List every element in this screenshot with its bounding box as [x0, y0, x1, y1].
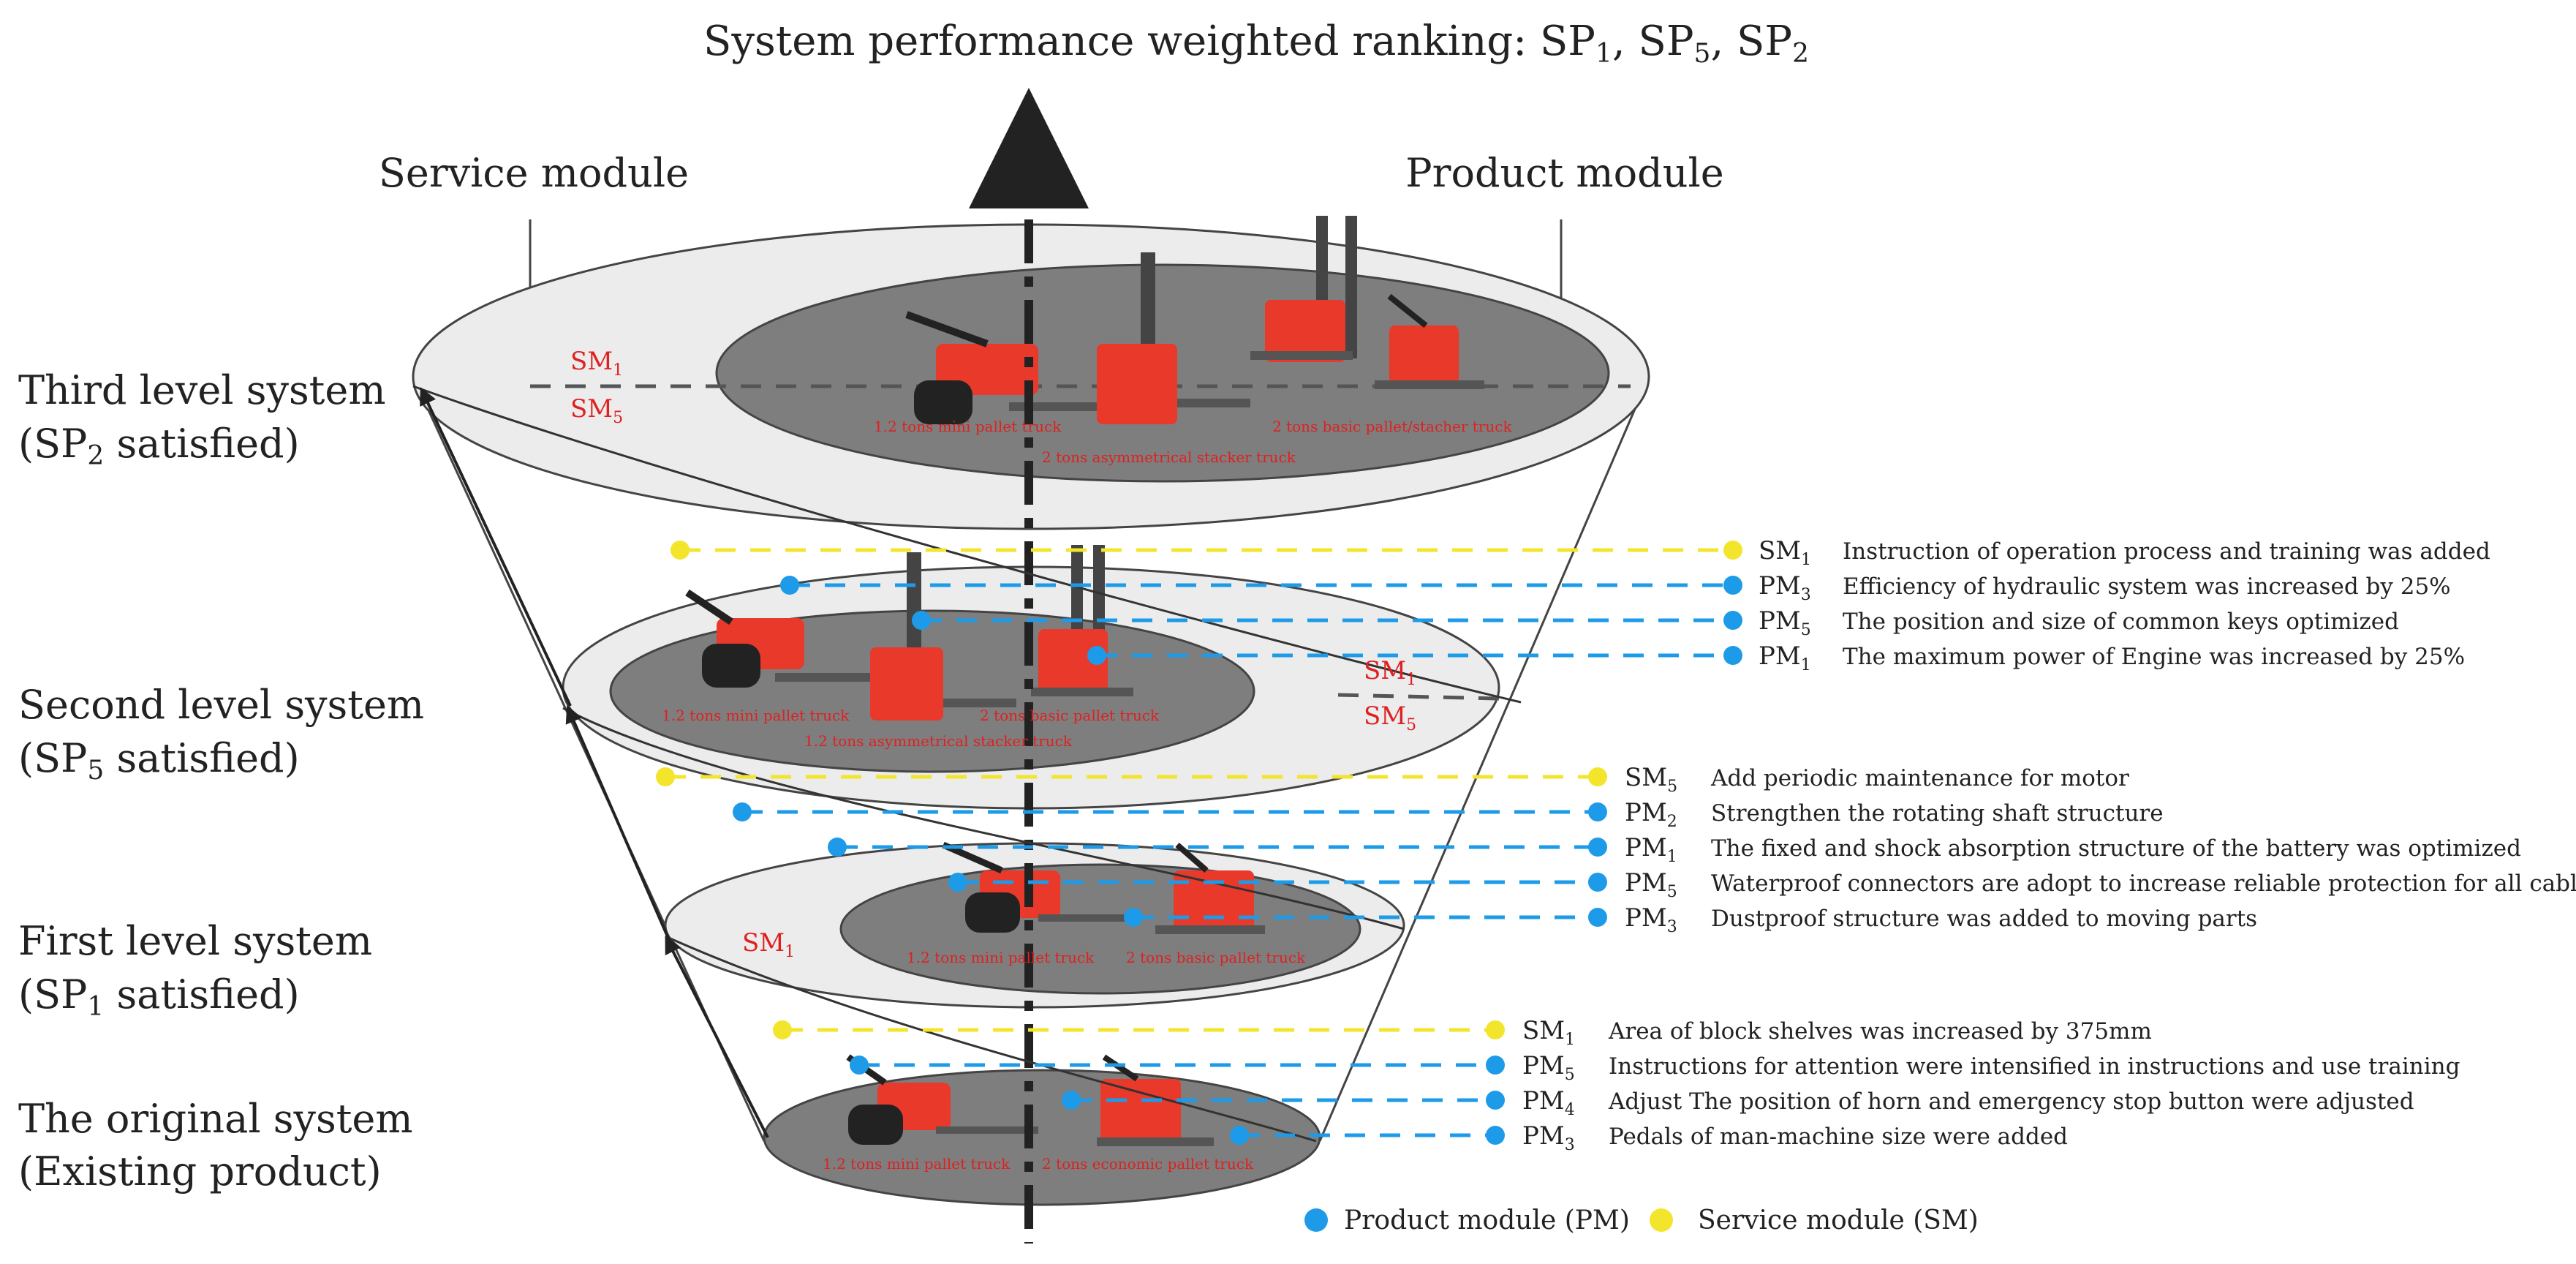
truck-basic-pallet-icon [1155, 842, 1265, 934]
svg-text:PM3: PM3 [1522, 1121, 1575, 1154]
truck-basic-pallet-icon [1031, 545, 1133, 696]
truck-basic-pallet-icon [1375, 293, 1484, 389]
svg-text:SM1: SM1 [1759, 536, 1811, 569]
truck-asymmetrical-stacker-icon [870, 552, 1016, 721]
svg-text:The fixed and shock absorption: The fixed and shock absorption structure… [1711, 835, 2521, 862]
svg-text:Adjust The position of horn an: Adjust The position of horn and emergenc… [1608, 1088, 2414, 1115]
truck-mini-pallet-icon [846, 1054, 1038, 1145]
svg-text:Waterproof connectors are adop: Waterproof connectors are adopt to incre… [1711, 870, 2576, 897]
svg-text:PM2: PM2 [1625, 798, 1677, 831]
svg-text:Second level system: Second level system [18, 682, 424, 728]
original-product-labels: 1.2 tons mini pallet truck 2 tons econom… [823, 1155, 1254, 1173]
arrow-first-to-second [565, 704, 671, 941]
svg-text:PM5: PM5 [1759, 606, 1811, 639]
svg-text:SM1: SM1 [742, 928, 795, 961]
axis-up-arrow-icon [969, 88, 1089, 208]
legend: Product module (PM) Service module (SM) [1304, 1205, 1979, 1235]
first-level-sm-labels: SM1 [742, 928, 795, 961]
spiral-first-to-original [665, 935, 1317, 1143]
svg-text:Pedals of man-machine size wer: Pedals of man-machine size were added [1609, 1124, 2068, 1150]
level-label-third: Third level system (SP2 satisfied) [18, 367, 386, 471]
truck-asymmetrical-stacker-icon [1097, 252, 1250, 424]
diagram-title: System performance weighted ranking: SP1… [703, 18, 1809, 69]
spiral-second-to-first [562, 707, 1405, 930]
level-label-original: The original system (Existing product) [18, 1096, 413, 1195]
svg-text:(Existing product): (Existing product) [18, 1148, 382, 1195]
svg-text:(SP2 satisfied): (SP2 satisfied) [18, 421, 300, 471]
svg-text:2 tons economic pallet truck: 2 tons economic pallet truck [1042, 1155, 1254, 1173]
svg-text:1.2 tons mini pallet truck: 1.2 tons mini pallet truck [907, 949, 1095, 966]
svg-text:SM1: SM1 [1522, 1016, 1575, 1049]
svg-text:PM4: PM4 [1522, 1086, 1575, 1119]
svg-text:The original system: The original system [18, 1096, 413, 1142]
second-level-trucks [685, 545, 1133, 721]
product-module-header: Product module [1405, 150, 1723, 196]
svg-text:PM3: PM3 [1625, 903, 1677, 936]
original-annotations: SM1 Area of block shelves was increased … [773, 1016, 2460, 1154]
svg-text:SM5: SM5 [570, 394, 623, 427]
first-level-annotations: SM5 Add periodic maintenance for motor P… [656, 763, 2576, 936]
second-level-divider [1337, 693, 1500, 701]
second-level-annotations: SM1 Instruction of operation process and… [671, 536, 2490, 674]
original-trucks [846, 1054, 1214, 1146]
svg-text:Instructions for attention wer: Instructions for attention were intensif… [1609, 1053, 2460, 1080]
second-level-product-labels: 1.2 tons mini pallet truck 2 tons basic … [662, 707, 1160, 750]
second-level-sm-labels: SM1 SM5 [1364, 656, 1416, 734]
svg-text:PM5: PM5 [1522, 1051, 1575, 1084]
svg-text:PM1: PM1 [1759, 642, 1811, 674]
svg-text:Area of block shelves was incr: Area of block shelves was increased by 3… [1608, 1018, 2152, 1045]
level-label-second: Second level system (SP5 satisfied) [18, 682, 424, 786]
svg-text:Third level system: Third level system [18, 367, 386, 413]
svg-text:Instruction of operation proce: Instruction of operation process and tra… [1843, 538, 2490, 565]
svg-text:SM1: SM1 [1364, 656, 1416, 689]
spiral-third-to-second [412, 385, 1522, 704]
first-level-product-labels: 1.2 tons mini pallet truck 2 tons basic … [907, 949, 1306, 966]
legend-pm-dot-icon [1304, 1208, 1328, 1232]
truck-basic-pallet-stacker-icon [1250, 216, 1357, 362]
svg-text:Service module (SM): Service module (SM) [1698, 1205, 1979, 1235]
svg-text:First level system: First level system [18, 918, 372, 964]
svg-text:The position and size of commo: The position and size of common keys opt… [1843, 609, 2399, 635]
third-level-product-labels: 1.2 tons mini pallet truck 2 tons basic … [874, 418, 1512, 466]
svg-text:1.2 tons mini pallet truck: 1.2 tons mini pallet truck [662, 707, 850, 724]
level-label-first: First level system (SP1 satisfied) [18, 918, 372, 1022]
svg-text:(SP1 satisfied): (SP1 satisfied) [18, 971, 300, 1022]
svg-text:Add periodic maintenance for m: Add periodic maintenance for motor [1710, 765, 2129, 791]
svg-text:2 tons asymmetrical stacker tr: 2 tons asymmetrical stacker truck [1042, 448, 1296, 466]
svg-text:The maximum power of Engine wa: The maximum power of Engine was increase… [1843, 644, 2465, 670]
svg-text:SM1: SM1 [570, 347, 623, 380]
svg-text:(SP5 satisfied): (SP5 satisfied) [18, 735, 300, 786]
truck-economic-pallet-icon [1097, 1054, 1214, 1146]
third-level-trucks [905, 216, 1484, 424]
svg-text:Efficiency of hydraulic system: Efficiency of hydraulic system was incre… [1843, 573, 2451, 600]
svg-text:1.2 tons mini pallet truck: 1.2 tons mini pallet truck [823, 1155, 1011, 1173]
legend-sm-dot-icon [1650, 1208, 1673, 1232]
svg-text:PM3: PM3 [1759, 571, 1811, 604]
truck-mini-pallet-icon [685, 589, 877, 688]
svg-text:Product module (PM): Product module (PM) [1344, 1205, 1630, 1235]
svg-text:2 tons basic pallet truck: 2 tons basic pallet truck [980, 707, 1160, 724]
svg-text:SM5: SM5 [1364, 701, 1416, 734]
svg-text:1.2 tons mini pallet truck: 1.2 tons mini pallet truck [874, 418, 1062, 435]
service-module-header: Service module [379, 150, 689, 196]
third-level-sm-labels: SM1 SM5 [570, 347, 623, 427]
arrow-original-to-first [665, 936, 769, 1138]
svg-text:Dustproof structure was added: Dustproof structure was added to moving … [1711, 906, 2257, 932]
svg-text:PM1: PM1 [1625, 833, 1677, 866]
svg-text:2 tons basic pallet truck: 2 tons basic pallet truck [1126, 949, 1306, 966]
svg-text:1.2 tons asymmetrical stacker: 1.2 tons asymmetrical stacker truck [804, 732, 1073, 750]
svg-text:SM5: SM5 [1625, 763, 1677, 796]
arrow-second-to-third [420, 387, 572, 707]
svg-text:Strengthen the rotating shaft: Strengthen the rotating shaft structure [1711, 800, 2164, 827]
truck-mini-pallet-icon [905, 311, 1126, 424]
svg-text:PM5: PM5 [1625, 868, 1677, 901]
svg-text:2 tons basic pallet/stacher tr: 2 tons basic pallet/stacher truck [1272, 418, 1512, 435]
